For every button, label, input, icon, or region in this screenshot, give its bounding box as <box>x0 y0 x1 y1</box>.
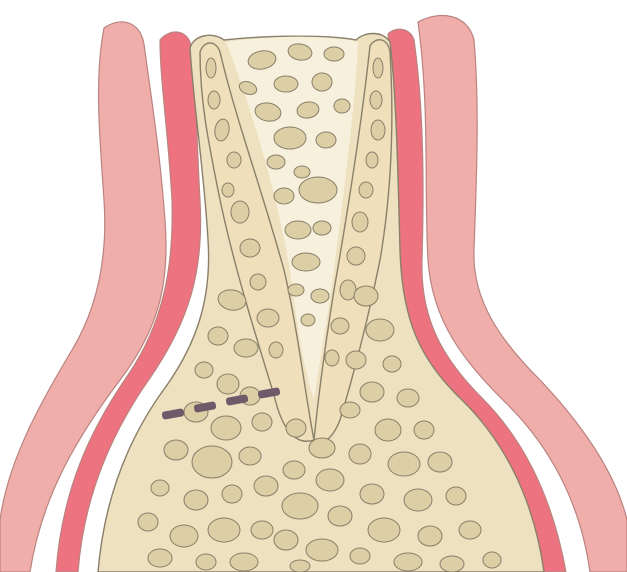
trabecula <box>340 402 360 418</box>
trabecula <box>192 446 232 478</box>
trabecula <box>334 99 350 113</box>
trabecula <box>274 127 306 149</box>
trabecula <box>208 327 228 345</box>
trabecula <box>274 188 294 204</box>
trabecula <box>208 91 220 109</box>
trabecula <box>324 47 344 61</box>
trabecula <box>138 513 158 531</box>
trabecula <box>196 554 216 570</box>
trabecula <box>239 447 261 465</box>
trabecula <box>370 91 382 109</box>
trabecula <box>290 560 310 572</box>
trabecula <box>360 382 384 402</box>
trabecula <box>240 239 260 257</box>
trabecula <box>440 556 464 572</box>
trabecula <box>230 553 258 571</box>
trabecula <box>414 421 434 439</box>
trabecula <box>164 440 188 460</box>
trabecula <box>206 58 216 78</box>
trabecula <box>234 339 258 357</box>
trabecula <box>222 183 234 197</box>
trabecula <box>371 120 385 140</box>
trabecula <box>328 506 352 526</box>
trabecula <box>383 356 401 372</box>
trabecula <box>184 490 208 510</box>
trabecula <box>311 289 329 303</box>
trabecula <box>459 521 481 539</box>
trabecula <box>299 177 337 203</box>
trabecula <box>325 350 339 366</box>
trabecula <box>373 58 383 78</box>
trabecula <box>397 389 419 407</box>
trabecula <box>274 530 298 550</box>
trabecula <box>331 318 349 334</box>
trabecula <box>217 374 239 394</box>
trabecula <box>195 362 213 378</box>
trabecula <box>252 413 272 431</box>
trabecula <box>254 476 278 496</box>
trabecula <box>349 444 371 464</box>
trabecula <box>306 539 338 561</box>
trabecula <box>250 274 266 290</box>
trabecula <box>316 469 344 491</box>
trabecula <box>366 319 394 341</box>
trabecula <box>267 155 285 169</box>
trabecula <box>222 485 242 503</box>
trabecula <box>483 552 501 568</box>
trabecula <box>428 452 452 472</box>
trabecula <box>294 166 310 178</box>
trabecula <box>350 548 370 564</box>
trabecula <box>286 419 306 437</box>
trabecula <box>148 549 172 567</box>
trabecula <box>251 521 273 539</box>
trabecula <box>257 309 279 327</box>
trabecula <box>394 553 422 571</box>
trabecula <box>292 253 320 271</box>
trabecula <box>352 212 368 232</box>
trabecula <box>313 221 331 235</box>
trabecula <box>274 76 298 92</box>
trabecula <box>366 152 378 168</box>
trabecula <box>170 525 198 547</box>
trabecula <box>354 286 378 306</box>
trabecula <box>359 182 373 198</box>
trabecula <box>301 314 315 326</box>
trabecula <box>208 518 240 542</box>
trabecula <box>283 461 305 479</box>
trabecula <box>418 526 442 546</box>
trabecula <box>288 284 304 296</box>
trabecula <box>227 152 241 168</box>
trabecula <box>375 419 401 441</box>
trabecula <box>347 247 365 265</box>
trabecula <box>312 73 332 91</box>
trabecula <box>404 489 432 511</box>
trabecula <box>282 493 318 519</box>
trabecula <box>309 438 335 458</box>
trabecula <box>388 452 420 476</box>
trabecula <box>360 484 384 504</box>
trabecula <box>151 480 169 496</box>
trabecula <box>316 132 336 148</box>
trabecula <box>346 351 366 369</box>
trabecula <box>446 487 466 505</box>
trabecula <box>368 518 400 542</box>
trabecula <box>211 416 241 440</box>
trabecula <box>269 342 283 358</box>
trabecula <box>231 201 249 223</box>
trabecula <box>285 221 311 239</box>
